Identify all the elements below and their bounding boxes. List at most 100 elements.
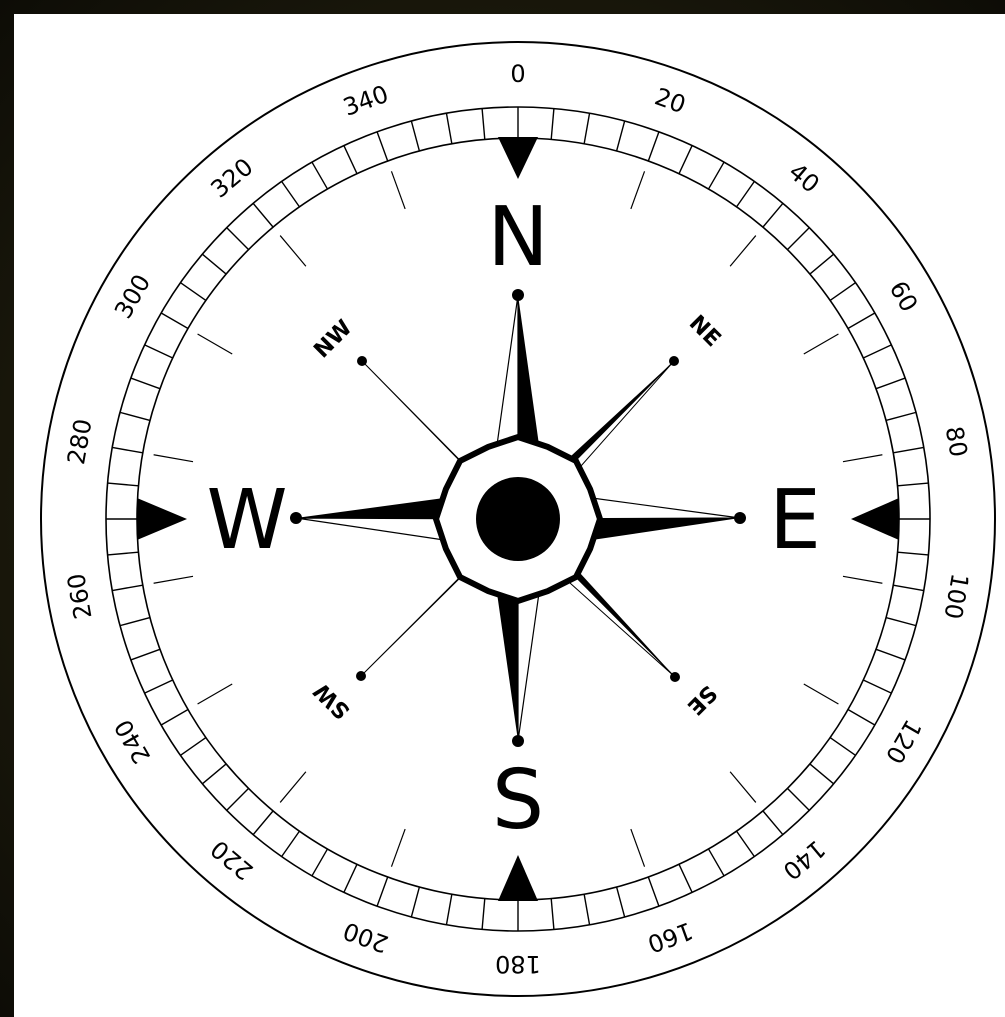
scale-tick (282, 831, 300, 856)
bearing-label-40: 40 (783, 158, 824, 199)
scale-tick (227, 788, 249, 810)
bearing-label-160: 160 (644, 916, 697, 958)
scale-tick (446, 894, 451, 925)
scale-tick (202, 254, 226, 274)
south-marker-icon (498, 855, 538, 901)
scale-tick (617, 121, 625, 151)
scale-tick (145, 680, 173, 693)
scale-tick (898, 552, 929, 555)
scale-tick (763, 811, 783, 835)
bearing-label-0: 0 (510, 60, 525, 88)
scale-tick (648, 877, 659, 906)
major-tick (154, 455, 193, 462)
scale-tick (131, 378, 160, 389)
scale-tick (131, 649, 160, 660)
scale-tick (108, 483, 139, 486)
scale-tick (120, 618, 150, 626)
east-marker-icon (851, 498, 899, 540)
bearing-label-60: 60 (884, 276, 924, 316)
bearing-label-300: 300 (109, 270, 156, 324)
scale-tick (312, 849, 328, 876)
bearing-label-140: 140 (777, 834, 830, 885)
scale-tick (377, 877, 388, 906)
major-tick (391, 171, 405, 209)
scale-tick (120, 412, 150, 420)
scale-tick (893, 447, 924, 452)
cardinal-east: E (769, 473, 821, 568)
cardinal-west: W (206, 473, 287, 568)
scale-tick (112, 585, 143, 590)
scale-tick (181, 738, 206, 756)
scale-tick (411, 887, 419, 917)
bearing-label-340: 340 (339, 80, 392, 122)
bearing-label-200: 200 (339, 916, 392, 958)
scale-tick (584, 113, 589, 144)
scale-tick (886, 618, 916, 626)
scale-tick (411, 121, 419, 151)
scale-tick (227, 228, 249, 250)
bearing-label-260: 260 (62, 571, 98, 621)
center-hub (436, 437, 600, 601)
scale-tick (145, 345, 173, 358)
scale-tick (282, 182, 300, 207)
scale-tick (763, 203, 783, 227)
scale-tick (876, 378, 905, 389)
scale-tick (848, 313, 875, 329)
intercardinal-sw: SW (309, 678, 355, 724)
scale-tick (482, 109, 485, 140)
bearing-label-100: 100 (938, 571, 974, 621)
scale-tick (181, 283, 206, 301)
major-tick (198, 684, 233, 704)
scale-tick (584, 894, 589, 925)
scale-tick (810, 764, 834, 784)
north-marker-icon (498, 137, 538, 179)
bearing-label-220: 220 (205, 834, 258, 885)
major-tick (730, 772, 756, 803)
major-tick (631, 829, 645, 867)
bearing-label-20: 20 (651, 82, 689, 119)
cardinal-north: N (487, 190, 548, 285)
bearing-label-80: 80 (940, 424, 973, 459)
scale-tick (108, 552, 139, 555)
major-tick (631, 171, 645, 209)
major-tick (730, 236, 756, 267)
bearing-label-180: 180 (495, 950, 541, 978)
major-tick (198, 334, 233, 354)
scale-tick (830, 738, 855, 756)
scale-tick (679, 864, 692, 892)
scale-tick (679, 146, 692, 174)
scale-tick (810, 254, 834, 274)
bearing-label-240: 240 (109, 715, 156, 769)
scale-tick (848, 710, 875, 726)
major-tick (804, 334, 839, 354)
bearing-label-120: 120 (880, 715, 927, 769)
scale-tick (737, 182, 755, 207)
scale-tick (886, 412, 916, 420)
intercardinal-ne: NE (684, 311, 725, 352)
major-tick (391, 829, 405, 867)
scale-tick (617, 887, 625, 917)
scale-tick (312, 162, 328, 189)
scale-tick (737, 831, 755, 856)
scale-tick (876, 649, 905, 660)
major-tick (280, 772, 306, 803)
scale-tick (202, 764, 226, 784)
major-tick (280, 236, 306, 267)
major-tick (804, 684, 839, 704)
scale-tick (161, 313, 188, 329)
scale-tick (863, 345, 891, 358)
scale-tick (787, 788, 809, 810)
scale-tick (898, 483, 929, 486)
major-tick (843, 455, 882, 462)
intercardinal-nw: NW (309, 315, 357, 363)
west-marker-icon (137, 498, 187, 540)
scale-tick (344, 146, 357, 174)
scale-tick (648, 132, 659, 161)
bearing-label-320: 320 (205, 153, 258, 204)
major-tick (154, 576, 193, 583)
scale-tick (161, 710, 188, 726)
major-tick (843, 576, 882, 583)
scale-tick (377, 132, 388, 161)
scale-tick (551, 109, 554, 140)
